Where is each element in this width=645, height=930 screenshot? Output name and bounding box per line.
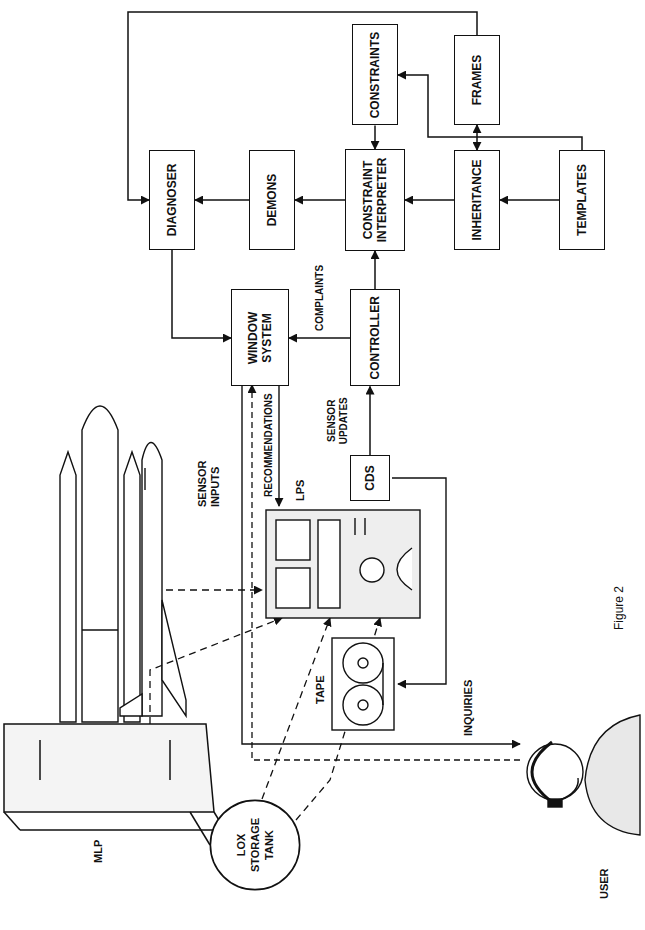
node-text: DEMONS [265,174,279,227]
figure-caption: Figure 2 [612,586,626,630]
node-text: CONSTRAINTS [368,32,382,119]
box-label: CONSTRAINT INTERPRETER [361,156,389,244]
connector-label: SENSOR UPDATES [326,387,350,455]
connector [405,199,454,201]
connector [195,199,249,201]
tape-line [392,478,446,684]
connector [295,199,345,201]
node-text: FRAMES [470,55,484,106]
connector [374,251,376,290]
node-text: CONSTRAINT INTERPRETER [361,156,389,244]
node-text: INHERITANCE [470,159,484,240]
space-shuttle [60,406,186,722]
process-box: INHERITANCE [454,150,500,250]
process-box: CDS [350,455,390,501]
box-label: FRAMES [470,55,484,106]
process-box: TEMPLATES [559,150,605,250]
connector-label: COMPLAINTS [314,265,326,331]
node-text: LOX STORAGE TANK [234,812,276,878]
recommendation-label: RECOMMENDATIONS [262,392,275,498]
node-text: TEMPLATES [575,164,589,236]
node-text: WINDOW SYSTEM [246,297,274,380]
connector [374,126,376,150]
box-label: DEMONS [265,174,279,227]
circle-outline [210,800,299,889]
recommendation-line [278,385,279,506]
inquiry-label: INQUIRIES [462,679,475,737]
answer-line [242,385,520,744]
box-label: WINDOW SYSTEM [246,297,274,380]
storage-tank-circle: LOX STORAGE TANK [209,799,301,891]
connector [289,337,350,339]
box-label: TEMPLATES [575,164,589,236]
connector [369,387,371,456]
process-box: WINDOW SYSTEM [231,290,289,387]
inquiry-line [252,385,520,760]
box-label: CDS [363,465,377,490]
process-box: DEMONS [249,150,295,250]
process-box: CONTROLLER [350,290,400,387]
box-label: CONTROLLER [368,297,382,380]
process-box: DIAGNOSER [149,150,195,250]
process-box: FRAMES [454,35,500,125]
tape-drive [332,638,394,730]
feed-line [190,812,210,845]
process-box: CONSTRAINT INTERPRETER [345,149,405,251]
user-label: USER [598,867,611,900]
box-label: INHERITANCE [470,159,484,240]
node-text: CONTROLLER [368,297,382,380]
box-label: CONSTRAINTS [368,32,382,119]
box-label: DIAGNOSER [165,164,179,237]
lps-console [266,510,420,618]
user-figure [527,715,640,835]
process-box: CONSTRAINTS [352,25,398,126]
mlp-label: MLP [92,839,105,864]
lps-label: LPS [294,479,307,502]
node-text: DIAGNOSER [165,164,179,237]
connector [500,199,559,201]
connector [172,250,231,338]
node-text: CDS [363,465,377,490]
sensor-label: SENSOR INPUTS [196,434,222,508]
tape-label: TAPE [314,674,327,705]
box-label: LOX STORAGE TANK [234,812,276,878]
